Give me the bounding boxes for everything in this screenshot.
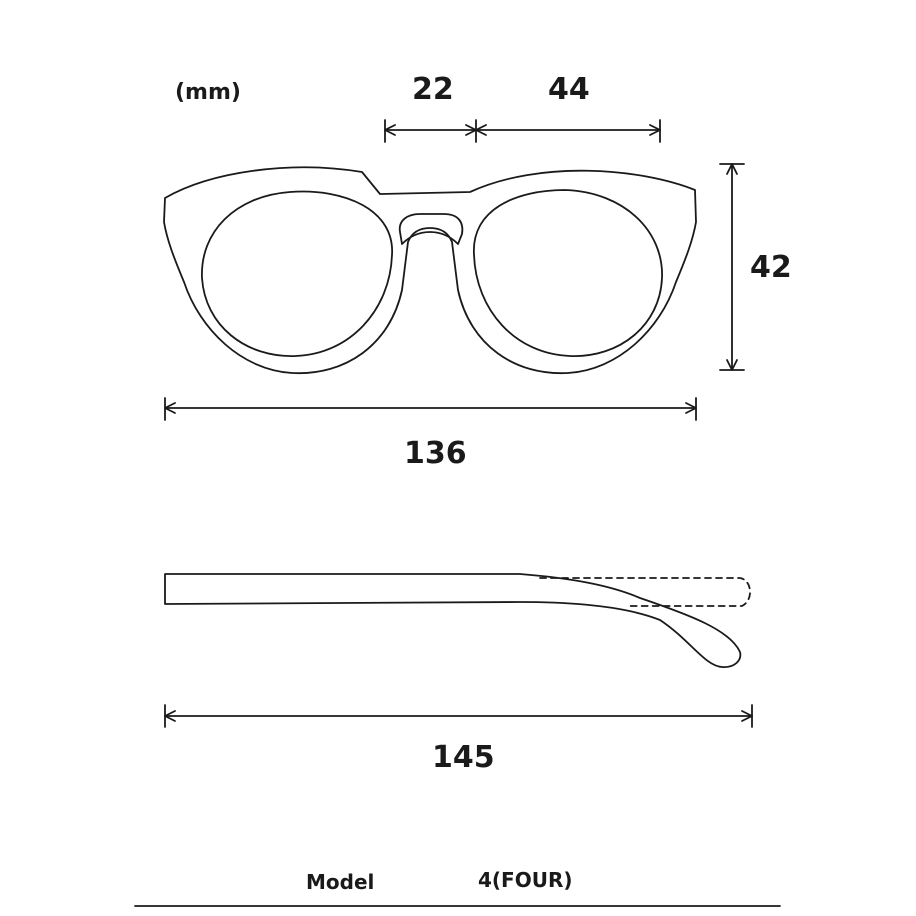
left-lens	[201, 190, 393, 357]
lens-width-label: 44	[548, 72, 590, 107]
frame-width-label: 136	[404, 436, 467, 471]
model-label: Model	[306, 870, 375, 894]
model-value: 4(FOUR)	[478, 868, 573, 892]
lens-height-label: 42	[750, 250, 792, 285]
temple-tip-dashed	[539, 577, 751, 607]
bridge-cutout	[398, 213, 464, 245]
unit-label: (mm)	[175, 80, 241, 105]
temple-length-label: 145	[432, 740, 495, 775]
bridge-width-label: 22	[412, 72, 454, 107]
right-lens	[473, 189, 663, 357]
temple-arm-outline	[164, 573, 742, 668]
frame-front-outline	[163, 166, 697, 374]
